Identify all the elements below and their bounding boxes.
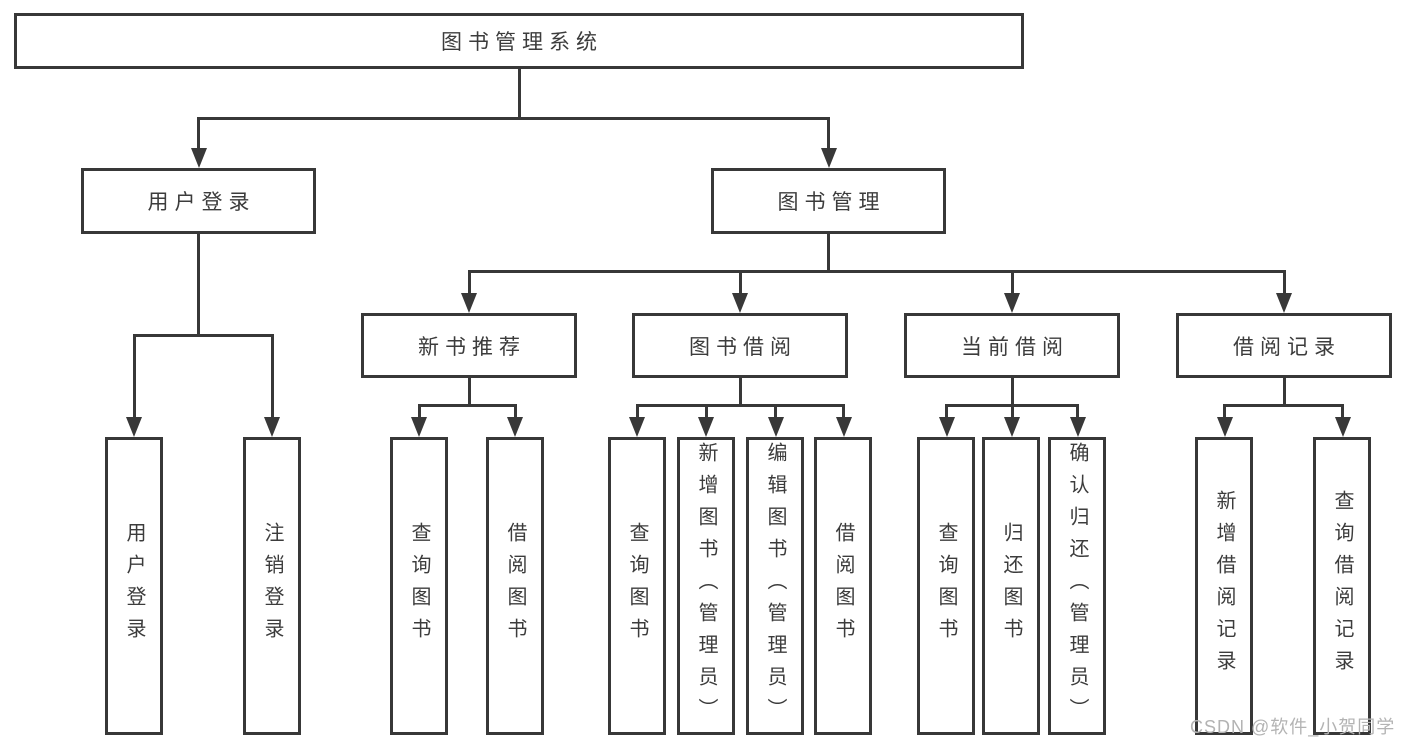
leaf-bb-add-books-admin: 新增图书（管理员） [677, 437, 735, 735]
leaf-nbr-borrow-books: 借阅图书 [486, 437, 544, 735]
node-root: 图书管理系统 [14, 13, 1024, 69]
connector-line [132, 333, 274, 337]
arrowhead-down-icon [1004, 293, 1020, 313]
connector-line [1010, 405, 1014, 417]
node-new-book-recommend: 新书推荐 [361, 313, 577, 378]
connector-line [945, 405, 948, 417]
arrowhead-down-icon [190, 148, 207, 168]
leaf-bb-edit-books-admin: 编辑图书（管理员） [746, 437, 804, 735]
connector-line [467, 271, 471, 293]
arrowhead-down-icon [732, 293, 748, 313]
arrowhead-down-icon [264, 417, 280, 437]
arrowhead-down-icon [1216, 417, 1233, 437]
connector-line [738, 378, 742, 405]
connector-line [1223, 403, 1344, 407]
leaf-label: 用户登录 [123, 522, 145, 650]
leaf-label: 归还图书 [1000, 522, 1022, 650]
connector-line [827, 234, 830, 271]
leaf-br-add-borrow-record: 新增借阅记录 [1195, 437, 1253, 735]
connector-line [827, 118, 830, 150]
arrowhead-down-icon [767, 417, 784, 437]
leaf-label: 借阅图书 [832, 522, 854, 650]
connector-line [417, 403, 517, 407]
connector-line [132, 335, 136, 417]
connector-line [738, 271, 742, 293]
connector-line [197, 116, 830, 120]
connector-line [1010, 271, 1014, 293]
connector-line [1341, 405, 1344, 417]
leaf-cb-query-books: 查询图书 [917, 437, 975, 735]
leaf-label: 编辑图书（管理员） [764, 442, 786, 730]
csdn-watermark: CSDN @软件_小贺同学 [1190, 717, 1396, 737]
arrowhead-down-icon [629, 417, 645, 437]
connector-line [842, 405, 845, 417]
arrowhead-down-icon [835, 417, 852, 437]
arrowhead-down-icon [1334, 417, 1351, 437]
arrowhead-down-icon [938, 417, 955, 437]
connector-line [270, 335, 274, 417]
connector-line [197, 234, 200, 335]
arrowhead-down-icon [411, 417, 427, 437]
connector-line [467, 378, 471, 405]
arrowhead-down-icon [1276, 293, 1292, 313]
arrowhead-down-icon [461, 293, 477, 313]
leaf-label: 确认归还（管理员） [1066, 442, 1088, 730]
arrowhead-down-icon [820, 148, 837, 168]
leaf-label: 查询借阅记录 [1331, 490, 1353, 682]
leaf-nbr-query-books: 查询图书 [390, 437, 448, 735]
leaf-label: 查询图书 [408, 522, 430, 650]
connector-line [1223, 405, 1226, 417]
connector-line [1282, 378, 1286, 405]
arrowhead-down-icon [1069, 417, 1086, 437]
connector-line [513, 405, 517, 417]
leaf-label: 借阅图书 [504, 522, 526, 650]
arrowhead-down-icon [126, 417, 142, 437]
connector-line [417, 405, 421, 417]
node-user-login: 用户登录 [81, 168, 316, 234]
connector-line [635, 403, 845, 407]
node-current-borrowing: 当前借阅 [904, 313, 1120, 378]
leaf-logout-login: 注销登录 [243, 437, 301, 735]
leaf-label: 查询图书 [626, 522, 648, 650]
leaf-label: 新增借阅记录 [1213, 490, 1235, 682]
connector-line [467, 269, 1286, 273]
leaf-cb-return-books: 归还图书 [982, 437, 1040, 735]
leaf-user-login: 用户登录 [105, 437, 163, 735]
leaf-label: 注销登录 [261, 522, 283, 650]
node-book-management: 图书管理 [711, 168, 946, 234]
connector-line [1282, 271, 1286, 293]
connector-line [197, 118, 200, 150]
arrowhead-down-icon [698, 417, 714, 437]
leaf-label: 新增图书（管理员） [695, 442, 717, 730]
connector-line [704, 405, 708, 417]
node-borrowing-records: 借阅记录 [1176, 313, 1392, 378]
connector-line [1076, 405, 1079, 417]
leaf-bb-query-books: 查询图书 [608, 437, 666, 735]
connector-line [774, 405, 777, 417]
arrowhead-down-icon [1004, 417, 1020, 437]
arrowhead-down-icon [507, 417, 523, 437]
connector-line [1010, 378, 1014, 405]
leaf-label: 查询图书 [935, 522, 957, 650]
leaf-br-query-borrow-record: 查询借阅记录 [1313, 437, 1371, 735]
node-book-borrowing: 图书借阅 [632, 313, 848, 378]
connector-line [635, 405, 639, 417]
leaf-cb-confirm-return-admin: 确认归还（管理员） [1048, 437, 1106, 735]
leaf-bb-borrow-books: 借阅图书 [814, 437, 872, 735]
connector-line [517, 69, 521, 118]
